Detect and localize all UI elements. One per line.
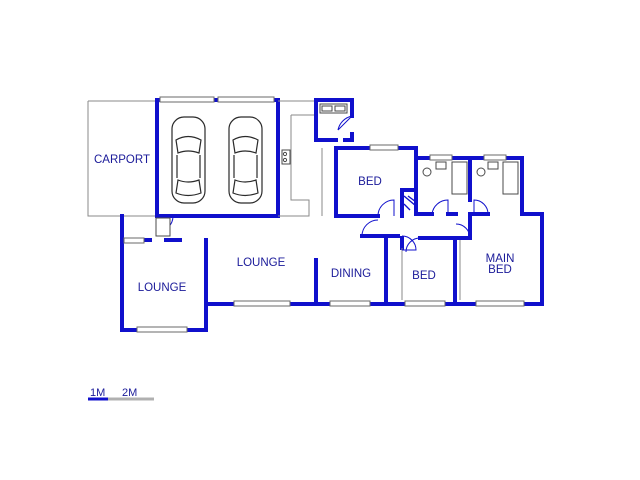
garage-door-right	[217, 96, 275, 103]
scale-label-1m: 1M	[90, 387, 105, 399]
scullery-door	[337, 115, 353, 131]
label-main-bed-line1: MAIN	[486, 253, 515, 265]
garage-door-left	[159, 96, 215, 103]
label-carport: CARPORT	[94, 154, 150, 166]
bath-1	[451, 161, 468, 195]
label-main-bed-line2: BED	[488, 264, 512, 276]
label-bed-1: BED	[358, 176, 382, 188]
scale-label-2m: 2M	[122, 387, 137, 399]
label-dining: DINING	[331, 268, 371, 280]
car-left	[171, 116, 206, 204]
bed2-window	[404, 300, 446, 307]
bed1-window	[369, 144, 399, 151]
toilet-2	[476, 167, 486, 177]
scullery-walls	[314, 98, 354, 142]
main-lounge-window	[233, 300, 291, 307]
label-lounge-main: LOUNGE	[237, 257, 286, 269]
west-lounge-window	[136, 326, 188, 333]
bath-2	[502, 161, 519, 195]
car-right	[228, 116, 263, 204]
toilet-1	[422, 167, 432, 177]
passage-hatch	[403, 195, 417, 211]
scale-bar: 1M 2M	[88, 387, 154, 401]
dining-window	[329, 300, 371, 307]
label-lounge-west: LOUNGE	[138, 282, 187, 294]
main-bed-window	[475, 300, 525, 307]
label-bed-2: BED	[412, 270, 436, 282]
